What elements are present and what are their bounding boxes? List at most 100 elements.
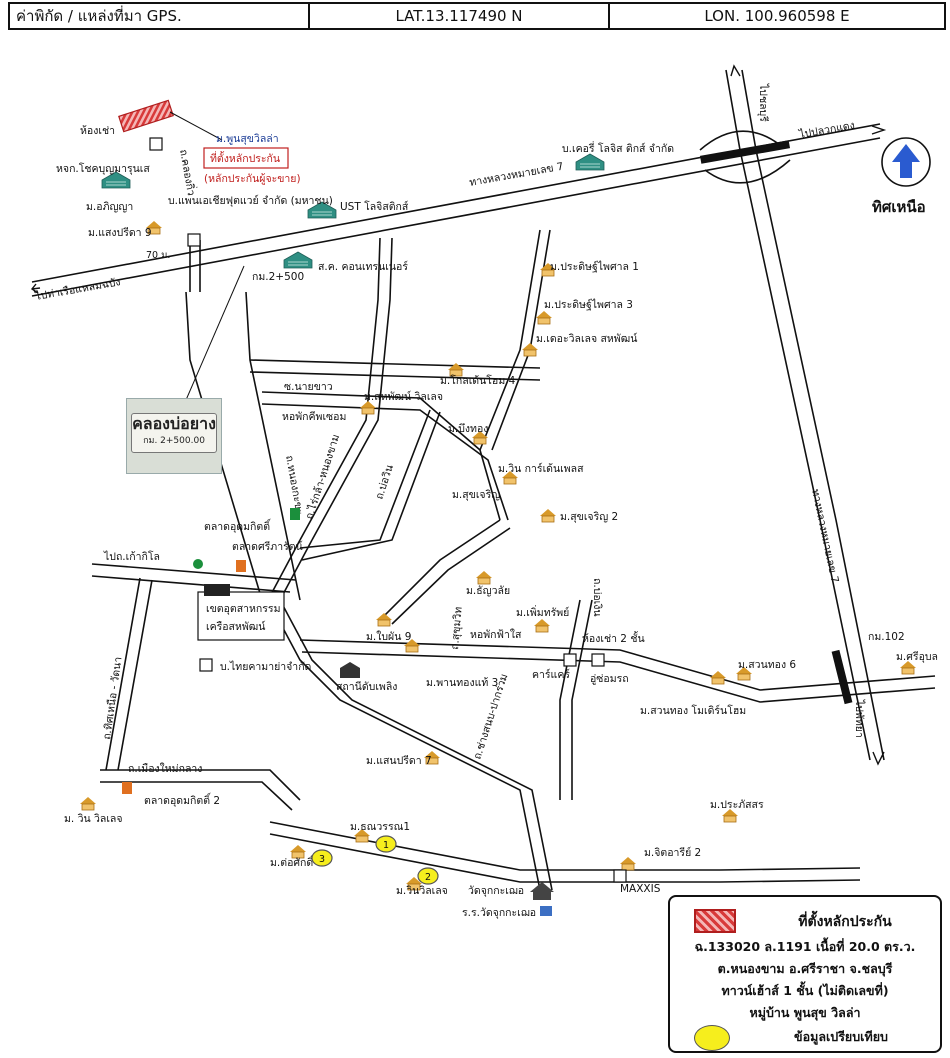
- comparable-swatch: [694, 1025, 730, 1051]
- svg-text:2: 2: [425, 872, 431, 883]
- soi-nai-khao-label: ซ.นายขาว: [284, 381, 333, 393]
- legend-title: ที่ตั้งหลักประกัน: [798, 914, 892, 930]
- subject-line1: ที่ตั้งหลักประกัน: [210, 151, 280, 165]
- svg-text:ม.โกลเด้นโฮม 4: ม.โกลเด้นโฮม 4: [440, 374, 516, 387]
- km-2500-label: กม.2+500: [252, 271, 304, 283]
- svg-text:ม.วิน การ์เด้นเพลส: ม.วิน การ์เด้นเพลส: [498, 462, 584, 475]
- legend-line4: หมู่บ้าน พูนสุข วิลล่า: [749, 1005, 861, 1020]
- svg-text:วัดจุกกะเฌอ: วัดจุกกะเฌอ: [468, 885, 524, 897]
- svg-text:เขตอุตสาหกรรม: เขตอุตสาหกรรม: [206, 603, 281, 615]
- svg-text:ตลาดอุดมกิตติ์ 2: ตลาดอุดมกิตติ์ 2: [144, 792, 220, 807]
- svg-text:อู่ซ่อมรถ: อู่ซ่อมรถ: [590, 673, 629, 685]
- svg-text:บ.เคอรี่ โลจิส ติกส์ จำกัด: บ.เคอรี่ โลจิส ติกส์ จำกัด: [562, 141, 674, 155]
- gps-source-label: ค่าพิกัด / แหล่งที่มา GPS.: [10, 4, 310, 28]
- svg-text:ม.ต่อศักดิ์: ม.ต่อศักดิ์: [270, 854, 315, 869]
- coordinates-header: ค่าพิกัด / แหล่งที่มา GPS. LAT.13.117490…: [8, 2, 946, 30]
- svg-text:3: 3: [319, 854, 325, 865]
- svg-text:ม.สุขเจริญ: ม.สุขเจริญ: [452, 489, 500, 501]
- svg-text:ตลาดอุดมกิตติ์: ตลาดอุดมกิตติ์: [204, 518, 272, 533]
- canal-sign: คลองบ่อยาง กม. 2+500.00: [131, 413, 217, 453]
- svg-text:ม.แสงปรีดา 9: ม.แสงปรีดา 9: [88, 226, 152, 239]
- subject-leader-line: [169, 111, 223, 141]
- legend-line1: ฉ.133020 ล.1191 เนื้อที่ 20.0 ตร.ว.: [694, 939, 916, 954]
- place-labels: ห้องเช่า หจก.โชคบุญมารุนเส ม.อภิญญา ม.แส…: [56, 125, 938, 919]
- nong-kakha-road-label: ถ.หนองกะขะ: [283, 454, 305, 515]
- sukhumvit-road-label: ถ.สุขุมวิท: [449, 606, 465, 650]
- svg-text:เครือสหพัฒน์: เครือสหพัฒน์: [206, 620, 266, 633]
- svg-text:บ.ไทยคามาย่าจำกัด: บ.ไทยคามาย่าจำกัด: [220, 660, 311, 673]
- longitude-value: LON. 100.960598 E: [704, 7, 850, 25]
- comparable-1: 1: [375, 835, 397, 853]
- svg-text:ม.เพิ่มทรัพย์: ม.เพิ่มทรัพย์: [516, 605, 569, 619]
- legend-line2: ต.หนองขาม อ.ศรีราชา จ.ชลบุรี: [717, 961, 893, 976]
- svg-text:ม.ศรีอุบล: ม.ศรีอุบล: [896, 650, 938, 663]
- nong-kham-road-label: ถ.ไร่กล้า-หนองขาม: [302, 433, 342, 521]
- svg-text:ม.ประดิษฐ์ไพศาล 3: ม.ประดิษฐ์ไพศาล 3: [544, 298, 633, 311]
- svg-text:สถานีดับเพลิง: สถานีดับเพลิง: [336, 680, 397, 693]
- canal-sign-photo: คลองบ่อยาง กม. 2+500.00: [126, 398, 222, 474]
- north-label: ทิศเหนือ: [872, 198, 926, 216]
- school-icon: [540, 906, 552, 916]
- svg-text:ม.อภิญญา: ม.อภิญญา: [86, 201, 133, 213]
- svg-text:ม.พานทองแท้ 3: ม.พานทองแท้ 3: [426, 677, 498, 689]
- svg-text:ม.สหพัฒน์ วิลเลจ: ม.สหพัฒน์ วิลเลจ: [364, 390, 443, 403]
- sign-leader-line: [185, 265, 245, 401]
- svg-text:ตลาดศรีภารัตน์: ตลาดศรีภารัตน์: [232, 540, 303, 553]
- housing-markers: [79, 220, 917, 891]
- to-chonburi-label: ไปชลบุรี: [757, 83, 770, 122]
- industrial-zone-box: [197, 591, 285, 641]
- svg-text:หอพักคีพเซอม: หอพักคีพเซอม: [282, 410, 346, 423]
- road-network: [31, 69, 936, 891]
- subject-line2: (หลักประกันผู้จะขาย): [204, 173, 301, 185]
- interchange-bridge: [699, 140, 791, 164]
- svg-text:MAXXIS: MAXXIS: [620, 883, 661, 895]
- bo-ngoen-road-label: ถ.บ่อเงิน: [591, 578, 603, 617]
- svg-text:คาร์แคร์: คาร์แคร์: [532, 668, 570, 681]
- svg-text:ม.สุขเจริญ 2: ม.สุขเจริญ 2: [560, 511, 618, 523]
- svg-text:ม. วิน วิลเลจ: ม. วิน วิลเลจ: [64, 813, 123, 825]
- svg-text:ร.ร.วัดจุกกะเฌอ: ร.ร.วัดจุกกะเฌอ: [462, 907, 536, 919]
- svg-text:หอพักฟ้าใส: หอพักฟ้าใส: [470, 628, 522, 641]
- temple-icon: [530, 882, 554, 900]
- factory-icon: [204, 584, 230, 596]
- overpass-bridge: [831, 649, 853, 705]
- svg-text:ม.ประดิษฐ์ไพศาล 1: ม.ประดิษฐ์ไพศาล 1: [550, 260, 639, 273]
- km-102-label: กม.102: [868, 631, 905, 643]
- to-pluak-daeng-label: ไปปลวกแดง: [797, 118, 855, 141]
- latitude-value: LAT.13.117490 N: [310, 4, 610, 28]
- svg-text:UST โลจิสติกส์: UST โลจิสติกส์: [340, 200, 409, 213]
- north-arrow-icon: [881, 137, 931, 187]
- svg-text:ห้องเช่า 2 ชั้น: ห้องเช่า 2 ชั้น: [582, 631, 645, 645]
- svg-text:ม.ใบผัน 9: ม.ใบผัน 9: [366, 630, 411, 643]
- canal-sign-title: คลองบ่อยาง: [132, 414, 216, 433]
- svg-text:ห้องเช่า: ห้องเช่า: [80, 125, 115, 137]
- distance-label: 70 ม.: [146, 250, 170, 261]
- canal-sign-km: กม. 2+500.00: [143, 436, 205, 446]
- svg-text:ม.ธณวรรณ1: ม.ธณวรรณ1: [350, 821, 410, 833]
- subject-swatch: [694, 909, 736, 933]
- to-kao-kilo-label: ไปถ.เก้ากิโล: [103, 550, 160, 563]
- legend-comparable: ข้อมูลเปรียบเทียบ: [794, 1029, 888, 1044]
- subject-property-marker: [118, 99, 174, 133]
- svg-text:1: 1: [383, 840, 389, 851]
- bo-win-road-label: ถ.บ่อวิน: [373, 463, 395, 501]
- svg-text:ม.จิตอารีย์ 2: ม.จิตอารีย์ 2: [644, 846, 701, 859]
- warehouse-icon: [283, 251, 313, 269]
- highway7-vertical-label: ทางหลวงหมายเลข 7: [809, 488, 841, 584]
- subject-label-box: [203, 147, 289, 169]
- mueang-mai-road-label: ถ.เมืองใหม่กลาง: [128, 762, 202, 775]
- tiwa-road-label: ถ.ทิศเหนือ - วัดนา: [100, 656, 124, 741]
- svg-text:ม.สวนทอง 6: ม.สวนทอง 6: [738, 659, 796, 671]
- svg-text:หจก.โชคบุญมารุนเส: หจก.โชคบุญมารุนเส: [56, 162, 150, 175]
- comparable-3: 3: [311, 849, 333, 867]
- warehouse-icon: [575, 153, 605, 171]
- direction-arrows: [30, 64, 887, 766]
- store-markers: [122, 508, 300, 794]
- svg-text:ม.ประภัสสร: ม.ประภัสสร: [710, 799, 764, 811]
- svg-text:ม.สวนทอง โมเดิร์นโฮม: ม.สวนทอง โมเดิร์นโฮม: [640, 704, 746, 717]
- svg-text:ม.ธัญวลัย: ม.ธัญวลัย: [466, 585, 510, 597]
- map-legend: ที่ตั้งหลักประกัน ฉ.133020 ล.1191 เนื้อท…: [668, 895, 942, 1053]
- subject-name: ม.พูนสุขวิลล่า: [216, 133, 279, 145]
- fire-station-icon: [340, 662, 360, 678]
